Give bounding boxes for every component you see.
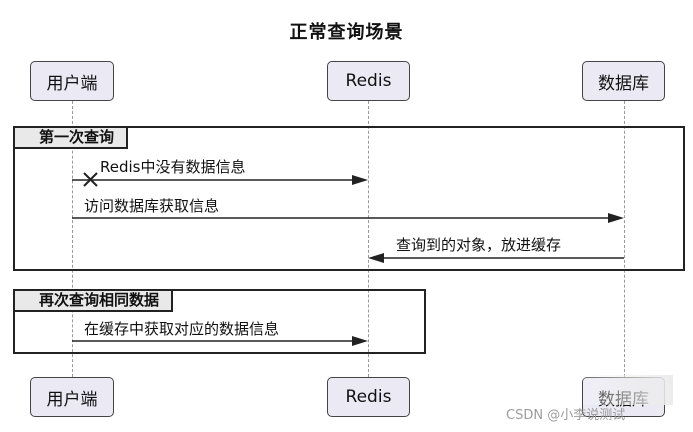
message-arrow-3 — [368, 253, 624, 263]
frame-first-query-label: 第一次查询 — [15, 128, 129, 149]
frame-repeat-query: 再次查询相同数据 — [13, 289, 426, 354]
participant-user-bottom: 用户端 — [30, 377, 114, 417]
lifeline-redis — [368, 101, 369, 377]
frame-repeat-query-label: 再次查询相同数据 — [15, 291, 174, 312]
participant-redis-bottom: Redis — [327, 377, 410, 417]
message-label-4: 在缓存中获取对应的数据信息 — [84, 320, 280, 338]
participant-db-top: 数据库 — [582, 61, 665, 101]
lifeline-user — [72, 101, 73, 377]
watermark-overlay — [583, 375, 673, 405]
message-arrow-4 — [72, 336, 368, 346]
watermark-text: CSDN @小李说测试 — [506, 408, 626, 423]
message-label-2: 访问数据库获取信息 — [84, 197, 220, 215]
lifeline-db — [624, 101, 625, 377]
message-label-3: 查询到的对象，放进缓存 — [396, 236, 562, 254]
lost-message-x-icon — [83, 172, 98, 187]
message-label-1: Redis中没有数据信息 — [100, 158, 246, 176]
frame-first-query: 第一次查询 — [13, 126, 685, 271]
participant-redis-top: Redis — [327, 61, 410, 101]
diagram-title: 正常查询场景 — [289, 22, 404, 43]
message-arrow-2 — [72, 213, 624, 223]
participant-user-top: 用户端 — [30, 61, 114, 101]
message-arrow-1 — [72, 175, 368, 185]
